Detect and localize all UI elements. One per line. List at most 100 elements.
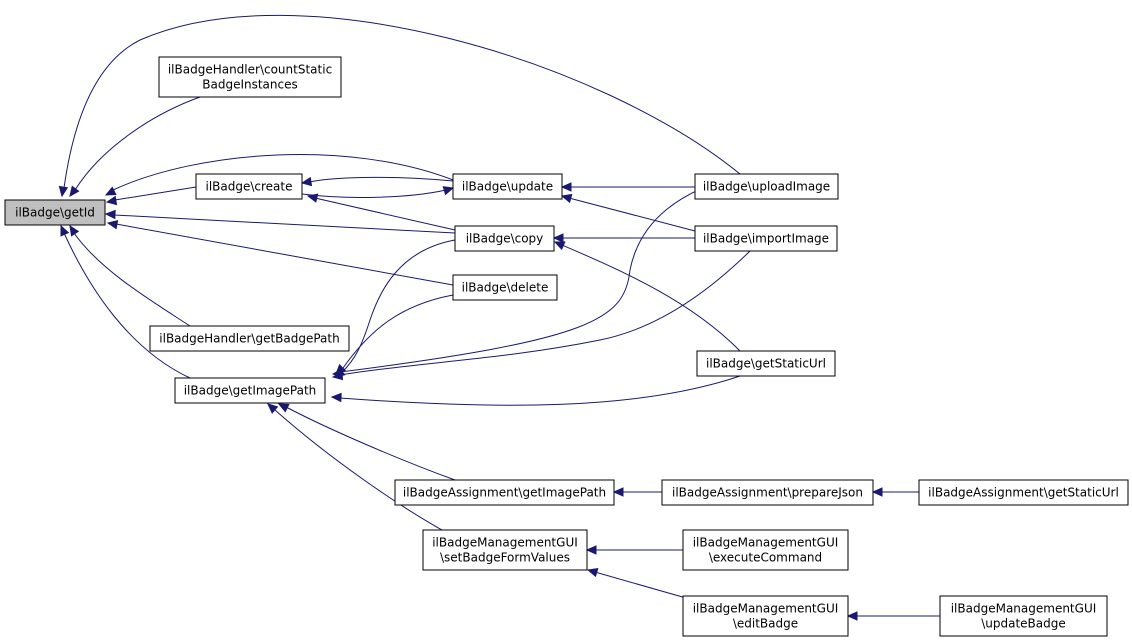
node-getimagepath[interactable]: ilBadge\getImagePath: [174, 377, 326, 404]
node-box: [158, 56, 342, 98]
edge-getid-countstatic: [74, 96, 201, 191]
node-box: [694, 173, 839, 200]
edge-getimagepath-getstaticurl: [339, 375, 741, 406]
node-box: [452, 173, 563, 200]
node-label: ilBadgeManagementGUI: [432, 536, 578, 550]
arrowhead-copy-importimage: [552, 233, 564, 243]
node-label: \updateBadge: [981, 617, 1066, 631]
edge-getid-create: [114, 186, 197, 201]
node-uploadimage[interactable]: ilBadge\uploadImage: [694, 173, 839, 200]
edge-getimagepath-assigngetimagepath: [285, 406, 456, 481]
arrowhead-getid-copy: [104, 209, 116, 220]
arrowhead-create-copy: [306, 193, 319, 203]
node-getstaticurl[interactable]: ilBadge\getStaticUrl: [696, 350, 836, 377]
arrowhead-getid-update: [104, 186, 117, 196]
node-getid[interactable]: ilBadge\getId: [4, 199, 106, 226]
edge-update-importimage: [568, 197, 696, 232]
arrowhead-getid-handlerbadgepath: [69, 224, 80, 237]
arrowhead-update-importimage: [560, 193, 573, 204]
edge-copy-getstaticurl: [561, 244, 741, 352]
arrowhead-getid-countstatic: [69, 185, 80, 197]
node-box: [918, 479, 1129, 506]
edge-update-create: [301, 189, 447, 198]
node-box: [149, 325, 350, 352]
node-box: [4, 199, 106, 226]
edge-getimagepath-setbadgeformvalues: [274, 409, 471, 546]
node-updatebadge[interactable]: ilBadgeManagementGUI\updateBadge: [939, 595, 1108, 637]
node-label: ilBadgeAssignment\getImagePath: [403, 486, 606, 500]
arrowhead-assigngetimagepath-preparejson: [612, 487, 624, 497]
node-label: \editBadge: [733, 617, 798, 631]
edge-getid-getimagepath: [63, 232, 191, 379]
edge-getid-delete: [115, 223, 454, 286]
node-label: ilBadgeManagementGUI: [693, 536, 839, 550]
edge-getimagepath-importimage: [339, 250, 751, 376]
edge-getimagepath-copy: [341, 239, 456, 373]
node-assigngetstaticurl[interactable]: ilBadgeAssignment\getStaticUrl: [918, 479, 1129, 506]
node-label: ilBadgeAssignment\prepareJson: [672, 486, 863, 500]
node-label: \setBadgeFormValues: [440, 551, 570, 565]
node-executecommand[interactable]: ilBadgeManagementGUI\executeCommand: [682, 529, 849, 571]
node-label: ilBadgeHandler\countStatic: [168, 63, 332, 77]
arrowhead-setbadgeformvalues-executecommand: [585, 545, 597, 555]
node-delete[interactable]: ilBadge\delete: [452, 274, 558, 301]
arrowhead-copy-getstaticurl: [553, 241, 566, 251]
node-label: ilBadge\getStaticUrl: [706, 357, 826, 371]
node-box: [452, 274, 558, 301]
node-box: [696, 350, 836, 377]
node-preparejson[interactable]: ilBadgeAssignment\prepareJson: [661, 479, 874, 506]
edge-getid-uploadimage: [63, 14, 741, 189]
arrowhead-getid-uploadimage: [58, 185, 69, 198]
edge-create-update: [308, 176, 454, 183]
node-label: ilBadge\importImage: [703, 232, 829, 246]
call-graph-edges: [58, 14, 940, 621]
node-label: ilBadgeManagementGUI: [693, 602, 839, 616]
node-handlerbadgepath[interactable]: ilBadgeHandler\getBadgePath: [149, 325, 350, 352]
edge-getid-update: [112, 154, 454, 191]
node-copy[interactable]: ilBadge\copy: [454, 225, 555, 252]
node-box: [939, 595, 1108, 637]
node-label: BadgeInstances: [202, 78, 298, 92]
node-importimage[interactable]: ilBadge\importImage: [694, 225, 838, 252]
node-box: [195, 173, 303, 200]
node-label: ilBadge\getImagePath: [184, 384, 317, 398]
node-label: ilBadge\getId: [15, 206, 95, 220]
node-label: ilBadgeManagementGUI: [951, 602, 1097, 616]
node-label: ilBadgeAssignment\getStaticUrl: [928, 486, 1119, 500]
arrowhead-getimagepath-assigngetimagepath: [277, 403, 290, 413]
node-label: ilBadge\copy: [466, 232, 544, 246]
edge-getid-handlerbadgepath: [73, 232, 191, 327]
node-setbadgeformvalues[interactable]: ilBadgeManagementGUI\setBadgeFormValues: [422, 529, 588, 571]
node-box: [394, 479, 615, 506]
edge-getid-copy: [113, 214, 456, 234]
node-box: [422, 529, 588, 571]
node-create[interactable]: ilBadge\create: [195, 173, 303, 200]
node-label: \executeCommand: [709, 551, 822, 565]
node-box: [682, 529, 849, 571]
arrowhead-update-uploadimage: [560, 182, 572, 192]
node-box: [174, 377, 326, 404]
node-assigngetimagepath[interactable]: ilBadgeAssignment\getImagePath: [394, 479, 615, 506]
arrowhead-getid-create: [105, 195, 118, 206]
edge-create-copy: [314, 197, 456, 231]
node-label: ilBadgeHandler\getBadgePath: [159, 332, 339, 346]
node-box: [682, 595, 849, 637]
arrowhead-create-update: [300, 176, 313, 187]
node-box: [694, 225, 838, 252]
arrowhead-getimagepath-getstaticurl: [330, 392, 342, 403]
node-box: [454, 225, 555, 252]
arrowhead-preparejson-assigngetstaticurl: [871, 487, 883, 497]
node-label: ilBadge\uploadImage: [703, 180, 830, 194]
arrowhead-getimagepath-setbadgeformvalues: [267, 403, 279, 414]
arrowhead-getid-delete: [106, 219, 119, 230]
arrowhead-update-create: [442, 186, 455, 196]
arrowhead-setbadgeformvalues-editbadge: [586, 567, 599, 578]
node-editbadge[interactable]: ilBadgeManagementGUI\editBadge: [682, 595, 849, 637]
node-update[interactable]: ilBadge\update: [452, 173, 563, 200]
node-box: [661, 479, 874, 506]
edge-getimagepath-uploadimage: [339, 173, 746, 373]
node-label: ilBadge\update: [462, 180, 553, 194]
arrowhead-getid-getimagepath: [60, 224, 70, 237]
